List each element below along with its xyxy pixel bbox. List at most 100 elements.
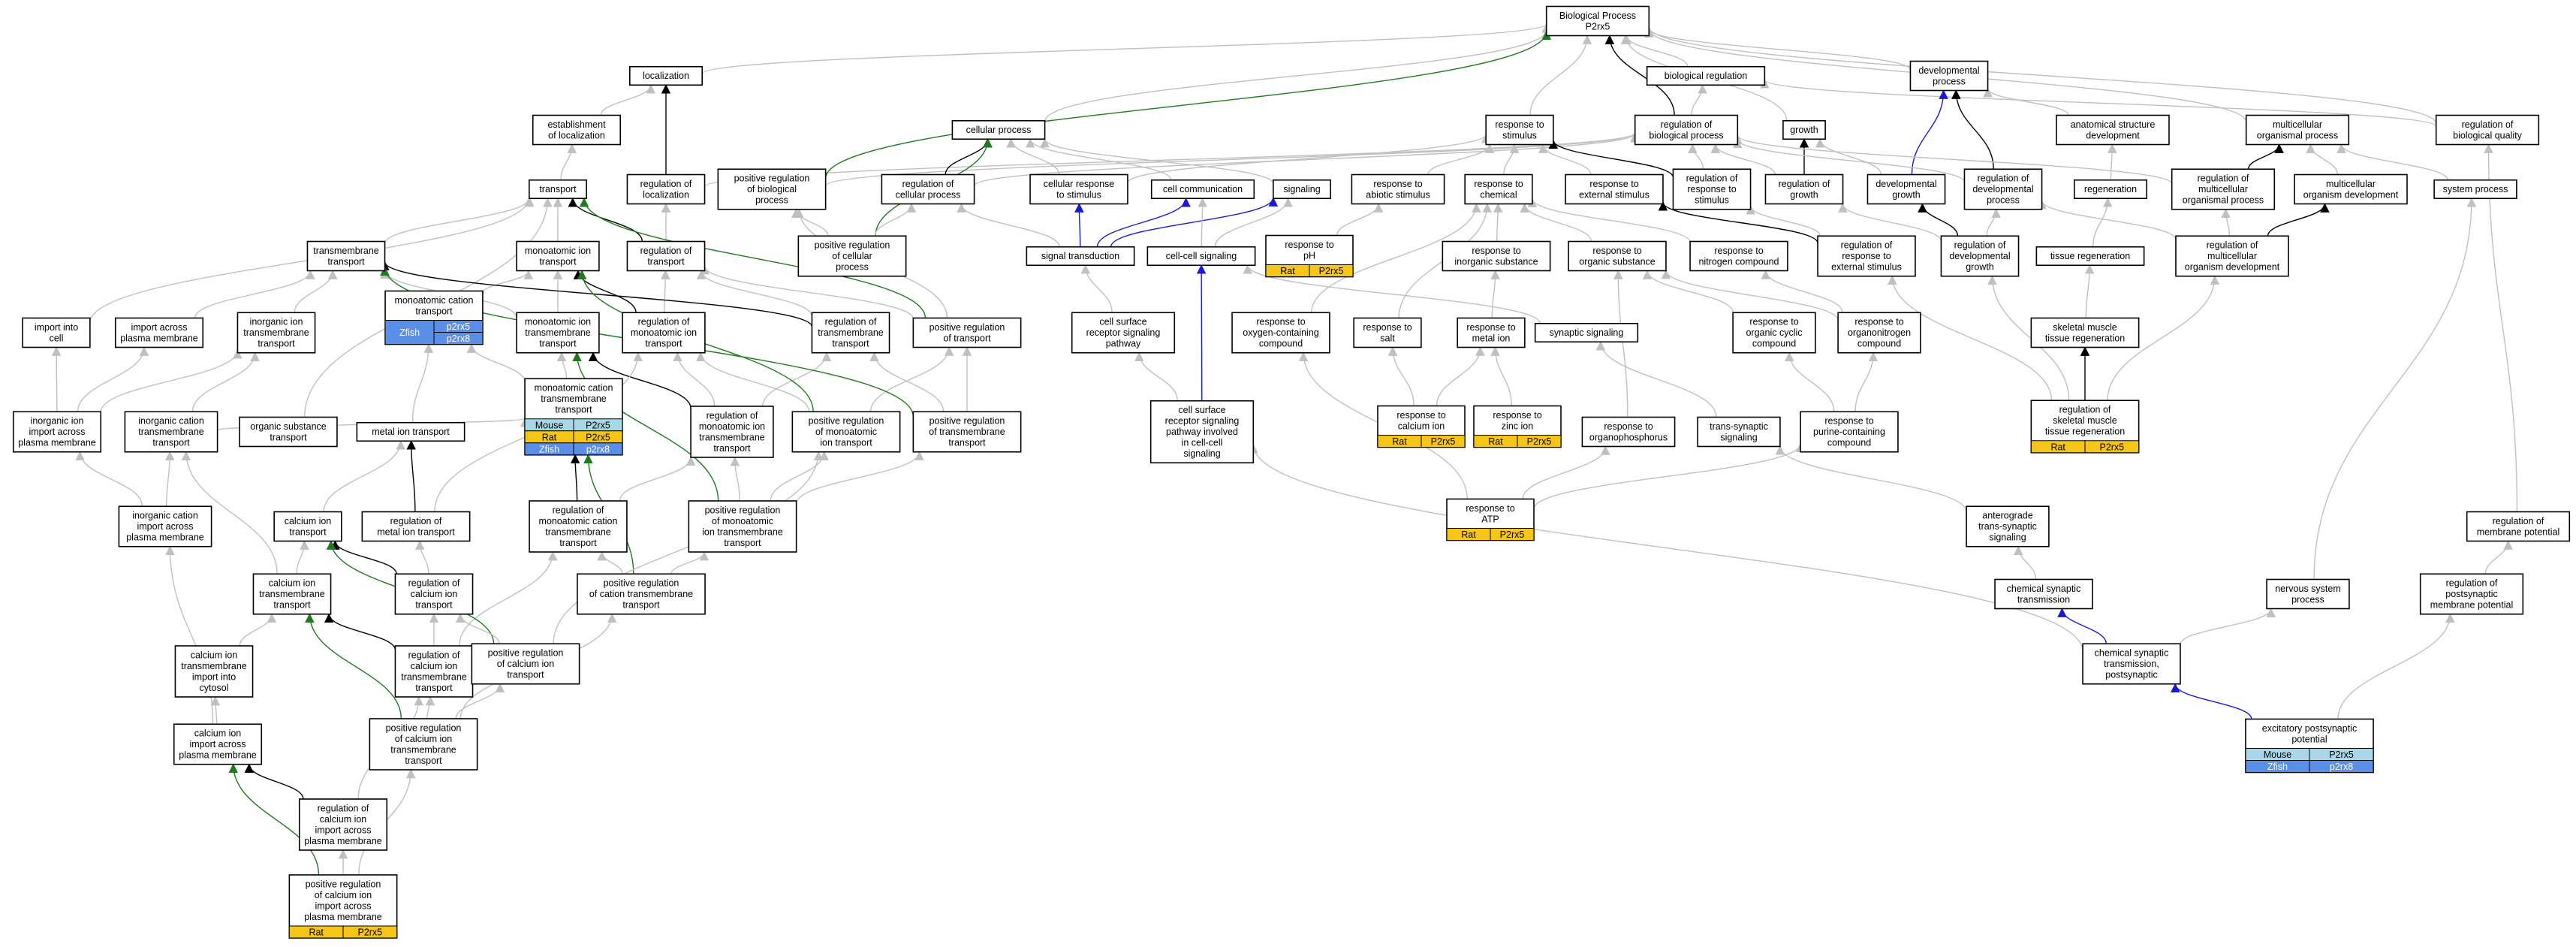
go-term-node[interactable]: cell-cell signaling <box>1146 246 1256 267</box>
go-term-node[interactable]: cellular process <box>951 119 1046 140</box>
go-term-node[interactable]: synaptic signaling <box>1534 322 1639 343</box>
go-term-node[interactable]: signaling <box>1273 179 1331 200</box>
go-term-node[interactable]: monoatomic cationtransportZfishp2rx5p2rx… <box>384 290 484 345</box>
go-term-node[interactable]: regeneration <box>2074 179 2148 200</box>
go-term-node[interactable]: system process <box>2433 179 2517 200</box>
go-term-node[interactable]: growth <box>1782 119 1826 140</box>
go-term-node[interactable]: metal ion transport <box>356 421 465 442</box>
go-term-node[interactable]: transport <box>529 179 587 200</box>
go-term-node[interactable]: biological regulation <box>1646 65 1766 86</box>
go-term-node[interactable]: monoatomic cationtransmembranetransportM… <box>524 378 623 456</box>
go-term-node[interactable]: localization <box>628 65 703 86</box>
go-term-node[interactable]: tissue regeneration <box>2035 246 2145 267</box>
go-term-node[interactable]: chemical synaptictransmission,postsynapt… <box>2082 643 2181 685</box>
go-term-node[interactable]: cell communication <box>1150 179 1255 200</box>
go-term-node[interactable]: signal transduction <box>1026 246 1135 267</box>
species-label: Zfish <box>2267 762 2288 772</box>
node-box <box>361 511 471 542</box>
